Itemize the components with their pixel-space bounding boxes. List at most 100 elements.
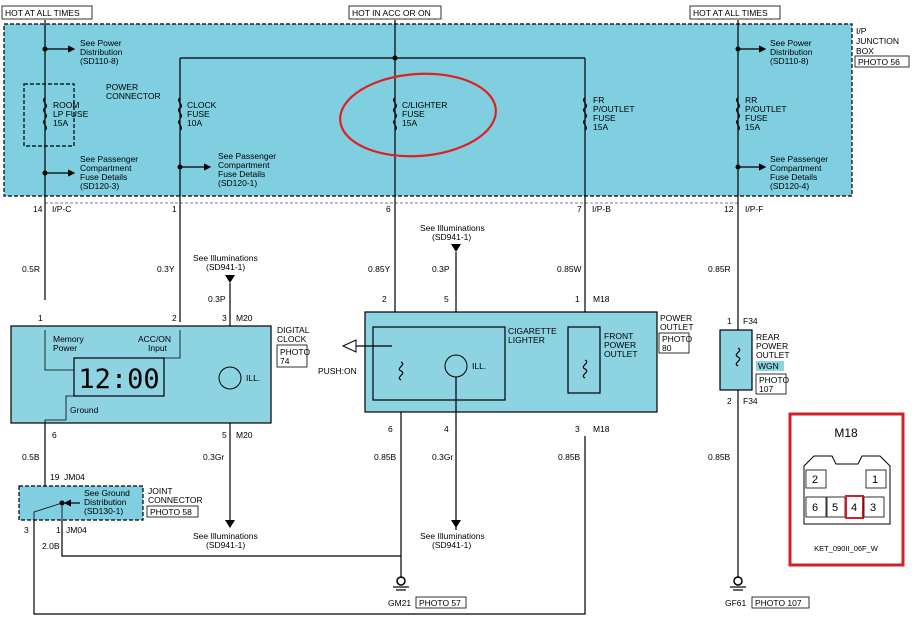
svg-text:F34: F34: [743, 396, 758, 406]
svg-text:LP FUSE: LP FUSE: [53, 109, 89, 119]
svg-text:1: 1: [872, 474, 878, 486]
svg-text:6: 6: [812, 502, 818, 514]
svg-text:OUTLET: OUTLET: [604, 349, 638, 359]
svg-text:GF61: GF61: [725, 598, 747, 608]
clock-display: [73, 357, 165, 397]
svg-text:3: 3: [222, 313, 227, 323]
svg-text:0.85Y: 0.85Y: [368, 264, 391, 274]
svg-text:WGN: WGN: [758, 361, 779, 371]
svg-text:1: 1: [172, 204, 177, 214]
svg-text:FUSE: FUSE: [402, 109, 425, 119]
svg-text:ILL.: ILL.: [246, 373, 260, 383]
svg-text:Compartment: Compartment: [770, 163, 822, 173]
ground-gf61: [730, 576, 746, 591]
svg-text:FR: FR: [593, 95, 604, 105]
svg-text:2: 2: [727, 396, 732, 406]
jb-title-1: I/P: [856, 26, 867, 36]
svg-text:JOINT: JOINT: [148, 486, 173, 496]
svg-text:Distribution: Distribution: [80, 47, 123, 57]
svg-text:FUSE: FUSE: [187, 109, 210, 119]
svg-text:107: 107: [759, 384, 773, 394]
svg-text:4: 4: [444, 424, 449, 434]
svg-text:PHOTO 107: PHOTO 107: [755, 598, 802, 608]
svg-text:Compartment: Compartment: [80, 163, 132, 173]
svg-text:P/OUTLET: P/OUTLET: [745, 104, 787, 114]
svg-text:RR: RR: [745, 95, 757, 105]
svg-text:PHOTO 58: PHOTO 58: [150, 507, 192, 517]
m18-highlight-pin: [845, 495, 864, 519]
svg-text:PHOTO: PHOTO: [280, 347, 310, 357]
svg-text:ILL.: ILL.: [472, 361, 486, 371]
svg-text:Compartment: Compartment: [218, 160, 270, 170]
svg-text:10A: 10A: [187, 118, 202, 128]
jb-photo-box: [854, 55, 910, 68]
hot-acc-label: HOT IN ACC OR ON: [352, 8, 431, 18]
svg-text:12: 12: [724, 204, 734, 214]
svg-text:I/P-B: I/P-B: [592, 204, 611, 214]
svg-text:6: 6: [52, 430, 57, 440]
svg-text:15A: 15A: [745, 122, 760, 132]
svg-text:FRONT: FRONT: [604, 331, 633, 341]
svg-text:6: 6: [386, 204, 391, 214]
svg-text:4: 4: [851, 502, 857, 514]
svg-text:DIGITAL: DIGITAL: [277, 325, 310, 335]
svg-text:Input: Input: [148, 343, 168, 353]
jb-title-2: JUNCTION: [856, 36, 899, 46]
power-connector-label-1: POWER: [106, 82, 138, 92]
svg-text:LIGHTER: LIGHTER: [508, 335, 545, 345]
svg-text:1: 1: [38, 313, 43, 323]
power-connector-box: [23, 83, 75, 147]
svg-text:M18: M18: [834, 426, 858, 440]
ground-gm21: [393, 576, 409, 591]
svg-text:M20: M20: [236, 313, 253, 323]
svg-text:0.85W: 0.85W: [557, 264, 582, 274]
svg-text:1: 1: [575, 294, 580, 304]
svg-text:See Illuminations: See Illuminations: [193, 531, 258, 541]
svg-text:1: 1: [727, 316, 732, 326]
svg-text:M20: M20: [236, 430, 253, 440]
svg-text:(SD941-1): (SD941-1): [206, 540, 245, 550]
svg-text:0.85R: 0.85R: [708, 264, 731, 274]
svg-text:5: 5: [832, 502, 838, 514]
svg-text:Power: Power: [53, 343, 77, 353]
svg-text:7: 7: [577, 204, 582, 214]
svg-text:0.85B: 0.85B: [558, 452, 581, 462]
svg-text:ACC/ON: ACC/ON: [138, 334, 171, 344]
svg-text:0.3Gr: 0.3Gr: [203, 452, 224, 462]
svg-text:15A: 15A: [53, 118, 68, 128]
svg-text:2.0B: 2.0B: [42, 541, 60, 551]
svg-text:2: 2: [382, 294, 387, 304]
svg-text:0.5R: 0.5R: [22, 264, 40, 274]
svg-text:ROOM: ROOM: [53, 100, 79, 110]
svg-text:(SD120-3): (SD120-3): [80, 181, 119, 191]
svg-text:0.3P: 0.3P: [432, 264, 450, 274]
svg-text:0.3Y: 0.3Y: [157, 264, 175, 274]
svg-text:Ground: Ground: [70, 405, 99, 415]
jb-title-3: BOX: [856, 46, 874, 56]
front-power-outlet-symbol: [567, 326, 601, 394]
svg-text:0.85B: 0.85B: [374, 452, 397, 462]
jb-photo: PHOTO 56: [858, 57, 900, 67]
svg-text:CLOCK: CLOCK: [187, 100, 217, 110]
svg-text:I/P-C: I/P-C: [52, 204, 71, 214]
svg-text:(SD110-8): (SD110-8): [80, 56, 119, 66]
svg-text:2: 2: [172, 313, 177, 323]
svg-text:POWER: POWER: [604, 340, 636, 350]
svg-text:(SD110-8): (SD110-8): [770, 56, 809, 66]
svg-text:P/OUTLET: P/OUTLET: [593, 104, 635, 114]
red-circle-annotation: [339, 72, 497, 158]
hot-left-box: [1, 5, 93, 20]
svg-text:CLOCK: CLOCK: [277, 334, 307, 344]
svg-text:(SD941-1): (SD941-1): [432, 232, 471, 242]
svg-text:Fuse Details: Fuse Details: [218, 169, 265, 179]
svg-text:Memory: Memory: [53, 334, 84, 344]
svg-text:REAR: REAR: [756, 332, 780, 342]
svg-text:3: 3: [575, 424, 580, 434]
svg-text:74: 74: [280, 356, 290, 366]
hot-right-box: [689, 5, 781, 20]
svg-text:C/LIGHTER: C/LIGHTER: [402, 100, 447, 110]
svg-text:15A: 15A: [402, 118, 417, 128]
svg-text:OUTLET: OUTLET: [756, 350, 790, 360]
svg-text:5: 5: [222, 430, 227, 440]
svg-text:See Passenger: See Passenger: [770, 154, 828, 164]
